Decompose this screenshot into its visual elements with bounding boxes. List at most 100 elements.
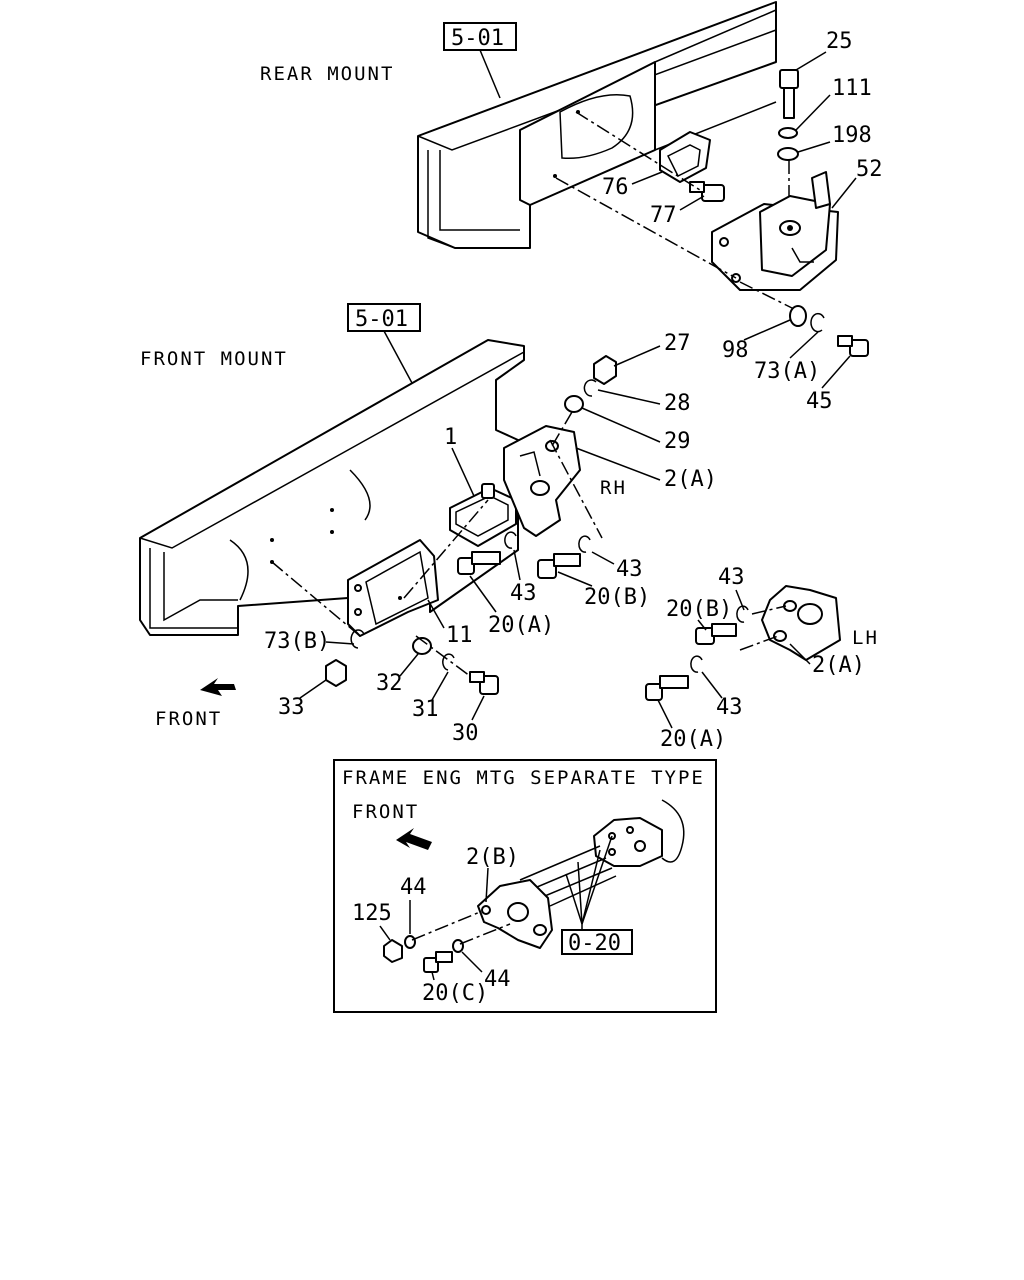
rear-clip-76 (659, 131, 711, 183)
lh-axis-b (751, 605, 787, 615)
front-lockwasher-43-b (578, 535, 591, 553)
lh-lockwasher-43-bot (690, 655, 703, 673)
label-part-33: 33 (278, 695, 305, 720)
front-frame-ref-label: 5-01 (355, 307, 408, 332)
front-frame-rail (139, 339, 525, 636)
front-lockwasher-43-a (504, 531, 517, 549)
front-bolt-20b-rh (537, 553, 581, 579)
leader-125 (379, 925, 391, 941)
leader-30 (471, 695, 485, 721)
lh-axis-a (739, 635, 779, 651)
rear-mount-52 (711, 171, 839, 291)
label-part-44-top: 44 (400, 875, 427, 900)
label-part-25: 25 (826, 29, 853, 54)
label-part-52: 52 (856, 157, 883, 182)
leader-52 (831, 177, 857, 209)
leader-28 (597, 389, 661, 405)
leader-198 (797, 141, 831, 153)
label-part-111: 111 (832, 76, 872, 101)
label-part-11: 11 (446, 623, 473, 648)
inset-bracket-2b (477, 879, 553, 949)
label-part-2a-lh: 2(A) (812, 653, 865, 678)
leader-76 (631, 171, 663, 185)
front-lockwasher-31 (442, 653, 455, 671)
label-part-2a-rh: 2(A) (664, 467, 717, 492)
leader-43-a (513, 549, 521, 581)
inset-front-label: FRONT (352, 801, 419, 823)
label-part-73a-rear: 73(A) (754, 359, 820, 384)
label-part-76: 76 (602, 175, 629, 200)
rear-bolt-77 (689, 181, 725, 202)
leader-2a-rh (575, 447, 661, 481)
label-part-32: 32 (376, 671, 403, 696)
front-mount-title: FRONT MOUNT (140, 348, 288, 370)
rear-bolt-25 (779, 69, 799, 119)
leader-2a-lh (789, 643, 811, 665)
front-axis-1 (403, 499, 489, 599)
lh-bracket-group: LH 43 20(B) 2(A) 43 20(A) (645, 565, 877, 752)
leader-111 (795, 94, 831, 131)
lh-lockwasher-43-top (736, 605, 749, 623)
rear-washer-111 (778, 127, 798, 139)
front-direction-label: FRONT (155, 708, 222, 730)
leader-20a-lh (657, 699, 673, 729)
leader-20c (431, 971, 435, 981)
leader-77 (679, 195, 705, 211)
inset-frame-edge (661, 799, 685, 863)
front-washer-32 (412, 637, 432, 655)
rh-side-label: RH (600, 477, 627, 499)
front-axis-30 (415, 635, 471, 677)
inset-ref-label: 0-20 (568, 931, 621, 956)
inset-front-arrow-icon (396, 828, 432, 850)
front-bolt-30 (469, 671, 499, 695)
inset-studs (519, 835, 617, 925)
inset-bolt-20c (423, 951, 453, 973)
label-part-44-bot: 44 (484, 967, 511, 992)
front-lockwasher-73b (350, 629, 365, 649)
front-bolt-20a-rh (457, 551, 501, 575)
inset-nut-125 (383, 939, 403, 963)
label-part-31: 31 (412, 697, 439, 722)
label-part-198: 198 (832, 123, 872, 148)
rear-washer-198 (777, 147, 799, 161)
leader-33 (299, 679, 327, 699)
leader-31 (431, 671, 449, 701)
leader-73b (325, 641, 355, 645)
front-nut-27 (593, 355, 617, 385)
lh-bracket-2a (761, 585, 841, 661)
leader-73a-rear (789, 331, 819, 359)
leader-29 (581, 407, 661, 443)
lh-bolt-20a (645, 675, 689, 701)
front-mount-group: FRONT MOUNT 5-01 (139, 303, 717, 746)
label-part-20a-lh: 20(A) (660, 727, 726, 752)
leader-45 (821, 355, 851, 389)
label-part-2b: 2(B) (466, 845, 519, 870)
label-part-77: 77 (650, 203, 677, 228)
front-frame-ref-leader (383, 330, 413, 384)
rear-axis-lower (555, 177, 737, 279)
leader-20a-rh (469, 575, 497, 613)
label-part-20b-lh: 20(B) (666, 597, 732, 622)
inset-ref-box (561, 929, 633, 955)
rear-axis-hw (739, 281, 801, 313)
label-part-30: 30 (452, 721, 479, 746)
label-part-45: 45 (806, 389, 833, 414)
rear-lockwasher-73a (810, 312, 825, 333)
leader-11 (427, 599, 445, 629)
label-part-125: 125 (352, 901, 392, 926)
leader-43-b (591, 551, 615, 565)
label-part-1: 1 (444, 425, 457, 450)
inset-frame-plate (593, 817, 663, 867)
label-part-29: 29 (664, 429, 691, 454)
rear-frame-ref-label: 5-01 (451, 26, 504, 51)
leader-2b (485, 867, 489, 903)
label-part-73b: 73(B) (264, 629, 330, 654)
inset-title: FRAME ENG MTG SEPARATE TYPE (342, 767, 705, 789)
inset-washer-44-top (404, 935, 416, 949)
inset-axis-a (411, 911, 481, 941)
front-nut-33 (325, 659, 347, 687)
label-part-98: 98 (722, 338, 749, 363)
front-insulator-1 (449, 483, 517, 547)
leader-32 (399, 653, 419, 677)
